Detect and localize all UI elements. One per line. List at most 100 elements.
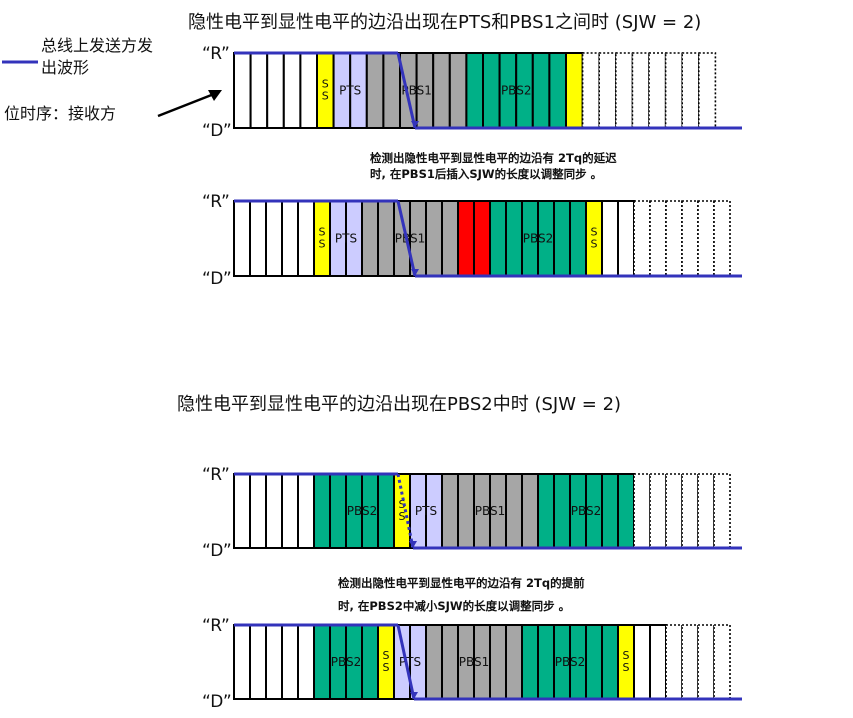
time-quantum-cell bbox=[297, 200, 315, 277]
time-quantum-cell bbox=[441, 473, 459, 549]
segment-label-ss: S bbox=[322, 90, 329, 103]
time-quantum-cell bbox=[425, 200, 443, 277]
time-quantum-cell bbox=[489, 200, 507, 277]
segment-label-pts: PTS bbox=[339, 84, 361, 98]
time-quantum-cell bbox=[681, 473, 699, 549]
note-delay-line1: 检测出隐性电平到显性电平的边沿有 2Tq的延迟 bbox=[370, 151, 617, 165]
time-quantum-cell bbox=[489, 624, 507, 700]
note-advance-line2: 时, 在PBS2中减小SJW的长度以调整同步 。 bbox=[338, 599, 571, 613]
time-quantum-cell bbox=[617, 473, 635, 549]
time-quantum-cell bbox=[537, 624, 555, 700]
segment-label-pbs2: PBS2 bbox=[331, 655, 362, 669]
note-delay-line2: 时, 在PBS1后插入SJW的长度以调整同步 。 bbox=[370, 167, 603, 181]
legend-sender-waveform-line2: 出波形 bbox=[41, 58, 90, 77]
segment-label-pbs2: PBS2 bbox=[571, 504, 602, 518]
time-quantum-cell bbox=[614, 52, 634, 129]
waveform-falling-edge bbox=[396, 624, 416, 700]
segment-label-pts: PTS bbox=[335, 232, 357, 246]
level-label-recessive: “R” bbox=[202, 465, 230, 485]
time-quantum-cell bbox=[521, 473, 539, 549]
time-quantum-cell bbox=[299, 52, 318, 129]
segment-label-pbs2: PBS2 bbox=[501, 84, 532, 98]
time-quantum-cell bbox=[531, 52, 551, 129]
note-advance-line1: 检测出隐性电平到显性电平的边沿有 2Tq的提前 bbox=[338, 576, 585, 590]
time-quantum-cell bbox=[313, 473, 331, 549]
time-quantum-cell bbox=[425, 624, 443, 700]
title-pts-pbs1-case: 隐性电平到显性电平的边沿出现在PTS和PBS1之间时 (SJW = 2) bbox=[188, 12, 702, 33]
segment-label-ss: S bbox=[399, 510, 406, 523]
time-quantum-cell bbox=[249, 624, 267, 700]
time-quantum-cell bbox=[648, 52, 667, 129]
segment-label-ss: S bbox=[322, 78, 329, 91]
title-pbs2-case: 隐性电平到显性电平的边沿出现在PBS2中时 (SJW = 2) bbox=[177, 394, 622, 415]
time-quantum-cell bbox=[281, 624, 299, 700]
time-quantum-cell bbox=[713, 624, 731, 700]
time-quantum-cell bbox=[649, 624, 667, 700]
time-quantum-cell bbox=[681, 200, 699, 277]
time-quantum-cell bbox=[548, 52, 568, 129]
time-quantum-cell bbox=[233, 624, 251, 700]
time-quantum-cell bbox=[505, 624, 523, 700]
time-quantum-cell bbox=[457, 473, 475, 549]
time-quantum-cell bbox=[281, 200, 299, 277]
segment-label-pts: PTS bbox=[415, 504, 437, 518]
time-quantum-cell bbox=[649, 473, 667, 549]
time-quantum-cell bbox=[569, 200, 587, 277]
time-quantum-cell bbox=[329, 473, 347, 549]
segment-label-pbs2: PBS2 bbox=[523, 232, 554, 246]
segment-label-ss: S bbox=[591, 238, 598, 251]
segment-label-pbs2: PBS2 bbox=[555, 655, 586, 669]
legend-receiver-timing: 位时序：接收方 bbox=[4, 104, 117, 123]
level-label-recessive: “R” bbox=[202, 44, 230, 64]
segment-label-ss: S bbox=[623, 649, 630, 662]
time-quantum-cell bbox=[441, 200, 459, 277]
level-label-dominant: “D” bbox=[202, 692, 232, 712]
segment-label-ss: S bbox=[319, 226, 326, 239]
time-quantum-cell bbox=[633, 473, 651, 549]
time-quantum-cell bbox=[633, 200, 651, 277]
time-quantum-cell bbox=[681, 624, 699, 700]
time-quantum-cell bbox=[617, 200, 635, 277]
time-quantum-cell bbox=[473, 200, 491, 277]
time-quantum-cell bbox=[553, 473, 571, 549]
time-quantum-cell bbox=[465, 52, 484, 129]
time-quantum-cell bbox=[697, 624, 715, 700]
time-quantum-cell bbox=[382, 52, 401, 129]
segment-label-ss: S bbox=[383, 649, 390, 662]
segment-label-ss: S bbox=[319, 238, 326, 251]
waveform-falling-edge bbox=[396, 52, 417, 129]
level-label-recessive: “R” bbox=[202, 616, 230, 636]
time-quantum-cell bbox=[665, 624, 683, 700]
waveform-edge-arrowhead bbox=[410, 692, 418, 699]
time-quantum-cell bbox=[553, 200, 571, 277]
level-label-dominant: “D” bbox=[202, 269, 232, 289]
segment-label-ss: S bbox=[399, 498, 406, 511]
segment-label-pbs1: PBS1 bbox=[395, 232, 426, 246]
segment-label-pbs2: PBS2 bbox=[347, 504, 378, 518]
time-quantum-cell bbox=[482, 52, 501, 129]
time-quantum-cell bbox=[282, 52, 302, 129]
time-quantum-cell bbox=[266, 52, 285, 129]
level-label-dominant: “D” bbox=[202, 541, 232, 561]
time-quantum-cell bbox=[249, 200, 267, 277]
time-quantum-cell bbox=[505, 200, 523, 277]
time-quantum-cell bbox=[265, 200, 283, 277]
time-quantum-cell bbox=[233, 200, 251, 277]
segment-label-ss: S bbox=[623, 661, 630, 674]
legend-arrow bbox=[157, 92, 215, 118]
time-quantum-cell bbox=[249, 473, 267, 549]
time-quantum-cell bbox=[361, 624, 379, 700]
time-quantum-cell bbox=[365, 52, 385, 129]
time-quantum-cell bbox=[601, 473, 619, 549]
time-quantum-cell bbox=[537, 473, 555, 549]
time-quantum-cell bbox=[313, 624, 331, 700]
time-quantum-cell bbox=[441, 624, 459, 700]
time-quantum-cell bbox=[233, 52, 252, 129]
waveform-falling-edge bbox=[396, 473, 415, 549]
time-quantum-cell bbox=[601, 200, 619, 277]
time-quantum-cell bbox=[361, 200, 379, 277]
time-quantum-cell bbox=[601, 624, 619, 700]
time-quantum-cell bbox=[697, 473, 715, 549]
time-quantum-cell bbox=[581, 52, 600, 129]
time-quantum-cell bbox=[713, 473, 731, 549]
